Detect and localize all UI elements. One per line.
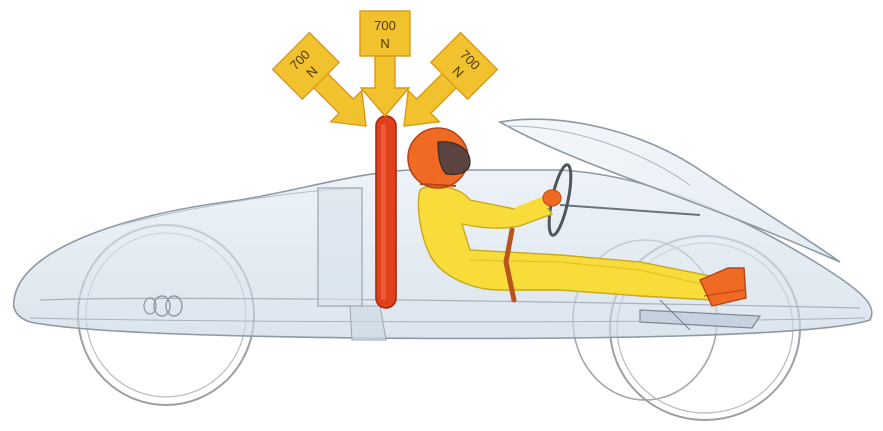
driver-boot [699, 267, 747, 307]
driver-suit [417, 185, 713, 301]
force-value-top: 700 [374, 18, 396, 33]
force-unit-top: N [380, 36, 389, 51]
seat-belt [503, 227, 517, 303]
force-arrow-top: 700 N [359, 10, 411, 118]
roll-bar [375, 115, 397, 309]
seat-panel [317, 187, 363, 307]
force-arrow-left: 700 N [271, 31, 367, 127]
pedal-box [639, 299, 762, 331]
rear-hub [153, 295, 171, 317]
canopy [497, 118, 841, 263]
force-arrow-right: 700 N [403, 31, 499, 127]
driver [417, 185, 747, 307]
glove [542, 189, 562, 207]
helmet [407, 127, 471, 189]
helmet-visor [437, 141, 471, 176]
